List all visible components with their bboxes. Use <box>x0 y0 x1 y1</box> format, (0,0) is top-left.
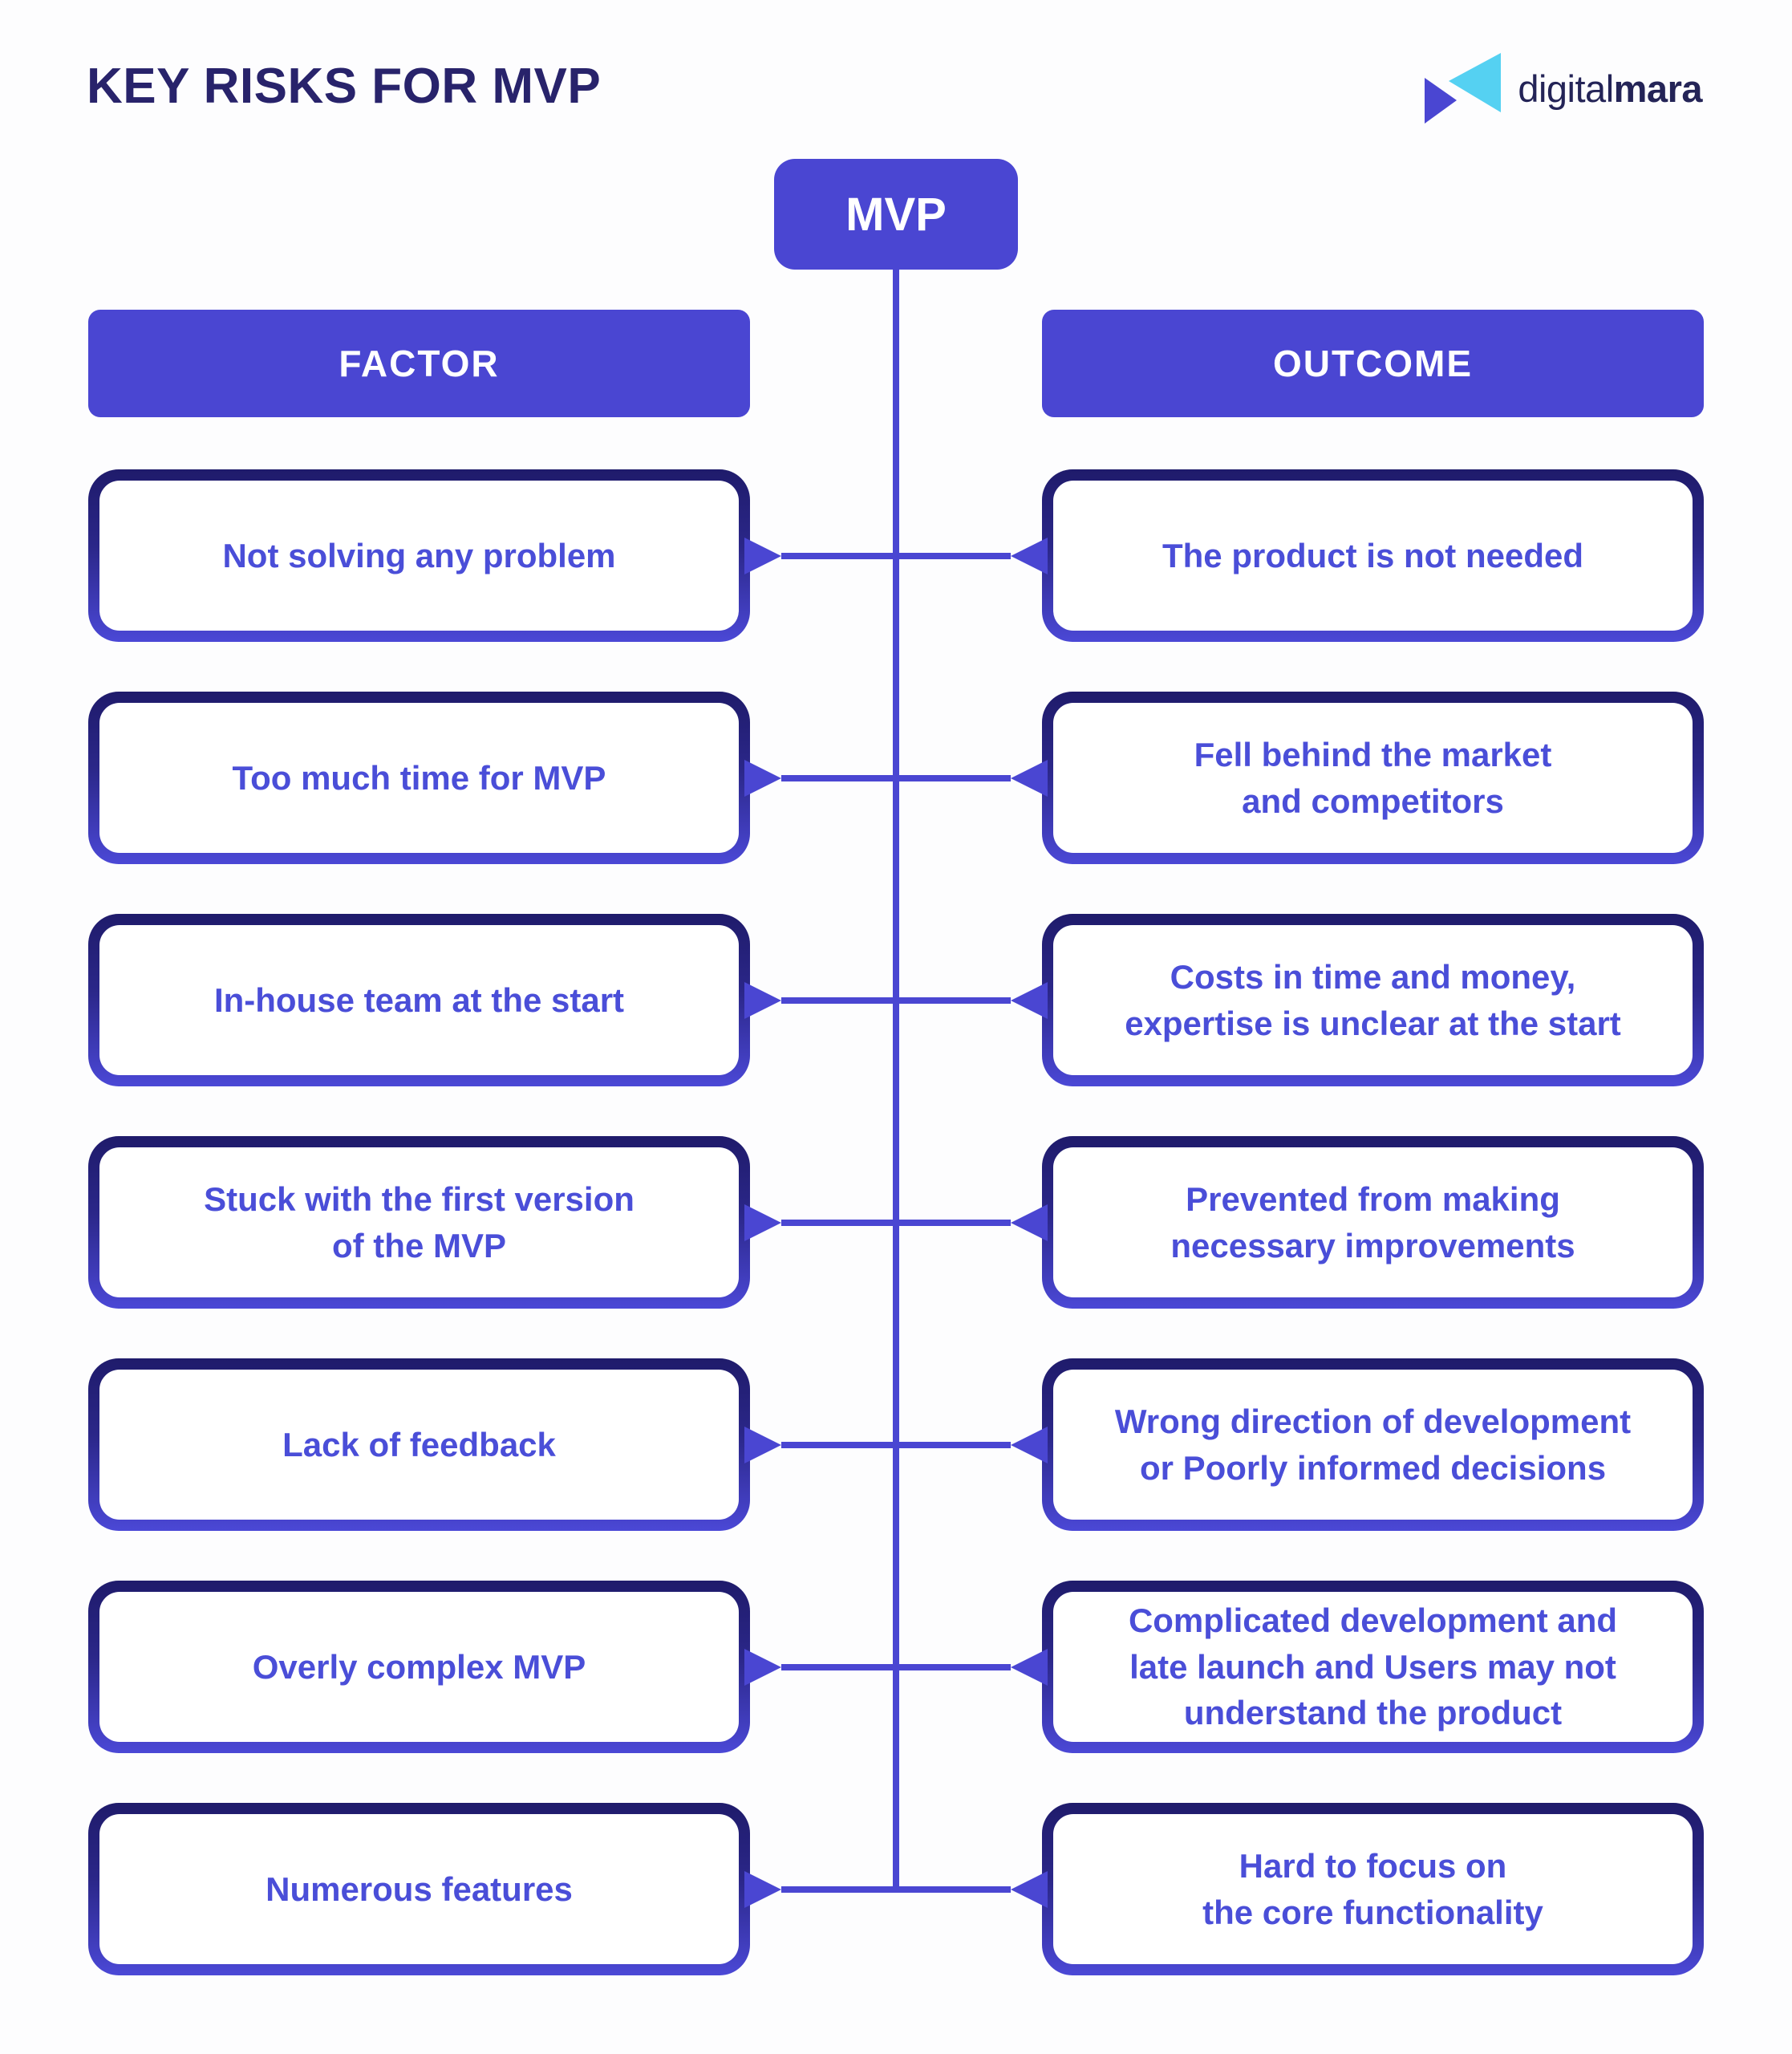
arrow-from-factor-icon <box>744 1426 781 1463</box>
factor-label: Not solving any problem <box>222 536 616 574</box>
risk-row-4: Stuck with the first version of the MVP … <box>88 1136 1704 1309</box>
digitalmara-logo: digitalmara <box>1418 51 1703 125</box>
arrow-from-outcome-icon <box>1011 981 1048 1019</box>
arrow-from-outcome-icon <box>1011 1648 1048 1686</box>
outcome-label: Fell behind the market and competitors <box>1194 735 1552 820</box>
risk-rows: Not solving any problem The product is n… <box>88 469 1704 2025</box>
connector-line <box>781 1886 1011 1893</box>
connector-line <box>781 997 1011 1004</box>
row-connector <box>744 981 1048 1019</box>
arrow-from-factor-icon <box>744 537 781 574</box>
factor-box: Stuck with the first version of the MVP <box>88 1136 750 1309</box>
row-connector <box>744 537 1048 574</box>
logo-text-regular: digital <box>1518 67 1614 110</box>
outcome-label: Prevented from making necessary improvem… <box>1170 1179 1575 1264</box>
arrow-from-outcome-icon <box>1011 759 1048 797</box>
factor-label: In-house team at the start <box>213 980 625 1019</box>
arrow-from-outcome-icon <box>1011 1426 1048 1463</box>
row-connector <box>744 1870 1048 1908</box>
factor-column-header: FACTOR <box>88 310 750 417</box>
arrow-from-factor-icon <box>744 1648 781 1686</box>
center-trunk-line <box>893 265 899 1893</box>
outcome-box: Costs in time and money, expertise is un… <box>1042 914 1704 1086</box>
logo-text-bold: mara <box>1613 67 1703 110</box>
arrow-from-factor-icon <box>744 759 781 797</box>
outcome-header-label: OUTCOME <box>1272 343 1474 384</box>
outcome-label: Hard to focus on the core functionality <box>1202 1846 1543 1931</box>
risk-row-7: Numerous features Hard to focus on the c… <box>88 1803 1704 1975</box>
factor-label: Lack of feedback <box>282 1425 556 1463</box>
row-connector <box>744 1204 1048 1241</box>
factor-box: Not solving any problem <box>88 469 750 642</box>
risk-row-5: Lack of feedback Wrong direction of deve… <box>88 1358 1704 1531</box>
digitalmara-logo-text: digitalmara <box>1518 67 1702 111</box>
factor-label: Stuck with the first version of the MVP <box>204 1179 634 1264</box>
factor-label: Too much time for MVP <box>232 758 606 797</box>
factor-box: Numerous features <box>88 1803 750 1975</box>
connector-line <box>781 552 1011 559</box>
digitalmara-logo-icon <box>1425 53 1502 124</box>
outcome-label: Complicated development and late launch … <box>1128 1601 1618 1732</box>
outcome-box: Prevented from making necessary improvem… <box>1042 1136 1704 1309</box>
arrow-from-outcome-icon <box>1011 1870 1048 1908</box>
outcome-box: Hard to focus on the core functionality <box>1042 1803 1704 1975</box>
outcome-label: Costs in time and money, expertise is un… <box>1125 957 1621 1042</box>
risk-row-6: Overly complex MVP Complicated developme… <box>88 1581 1704 1753</box>
risk-row-2: Too much time for MVP Fell behind the ma… <box>88 692 1704 864</box>
arrow-from-factor-icon <box>744 981 781 1019</box>
connector-line <box>781 1441 1011 1448</box>
mvp-root-label: MVP <box>845 188 947 241</box>
factor-box: Too much time for MVP <box>88 692 750 864</box>
row-connector <box>744 1426 1048 1463</box>
arrow-from-outcome-icon <box>1011 1204 1048 1241</box>
factor-box: Overly complex MVP <box>88 1581 750 1753</box>
arrow-from-outcome-icon <box>1011 537 1048 574</box>
row-connector <box>744 759 1048 797</box>
factor-box: In-house team at the start <box>88 914 750 1086</box>
factor-box: Lack of feedback <box>88 1358 750 1531</box>
page-title: KEY RISKS FOR MVP <box>87 59 602 114</box>
outcome-label: Wrong direction of development or Poorly… <box>1114 1402 1632 1487</box>
outcome-label: The product is not needed <box>1162 536 1584 574</box>
connector-line <box>781 1219 1011 1226</box>
arrow-from-factor-icon <box>744 1870 781 1908</box>
risk-row-3: In-house team at the start Costs in time… <box>88 914 1704 1086</box>
risk-row-1: Not solving any problem The product is n… <box>88 469 1704 642</box>
connector-line <box>781 1663 1011 1670</box>
outcome-box: The product is not needed <box>1042 469 1704 642</box>
outcome-box: Fell behind the market and competitors <box>1042 692 1704 864</box>
factor-label: Numerous features <box>266 1869 573 1908</box>
outcome-box: Complicated development and late launch … <box>1042 1581 1704 1753</box>
factor-header-label: FACTOR <box>339 343 500 384</box>
factor-label: Overly complex MVP <box>252 1647 586 1686</box>
outcome-column-header: OUTCOME <box>1042 310 1704 417</box>
arrow-from-factor-icon <box>744 1204 781 1241</box>
mvp-root-node: MVP <box>774 159 1018 270</box>
outcome-box: Wrong direction of development or Poorly… <box>1042 1358 1704 1531</box>
connector-line <box>781 774 1011 781</box>
row-connector <box>744 1648 1048 1686</box>
